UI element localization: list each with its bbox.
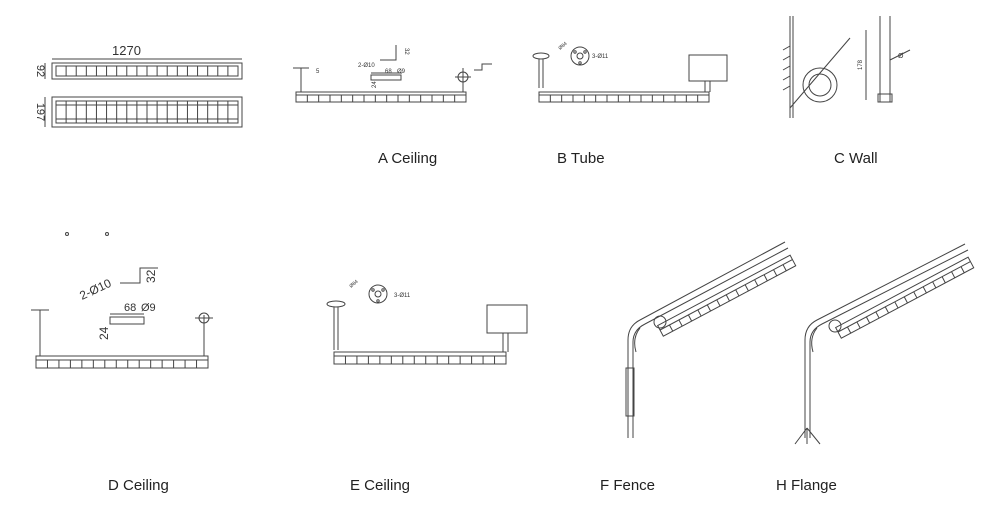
d-height-label: 32 <box>144 269 158 283</box>
caption-b-tube: B Tube <box>557 150 605 167</box>
a-dia-label: Ø9 <box>397 69 406 75</box>
led-segment-divider <box>894 301 899 309</box>
diagram-f-fence <box>625 241 797 438</box>
caption-a-ceiling: A Ceiling <box>378 150 438 167</box>
e-dia-label: Ø84 <box>348 279 359 290</box>
led-segment-divider <box>687 314 693 322</box>
d-spacing-label: 68 <box>124 302 136 314</box>
led-segment-divider <box>847 326 852 334</box>
led-segment-divider <box>941 276 946 284</box>
caption-h-flange: H Flange <box>776 477 837 494</box>
b-dia-label: Ø84 <box>557 41 568 52</box>
a-width-label: 24 <box>372 81 378 88</box>
led-segment-divider <box>865 316 871 324</box>
led-segment-divider <box>735 289 740 297</box>
side-view-fixture <box>44 96 243 128</box>
led-segment-divider <box>922 286 927 294</box>
led-segment-divider <box>706 304 712 312</box>
led-segment-divider <box>884 306 890 314</box>
diagram-d-ceiling <box>31 232 213 369</box>
diagram-e-ceiling <box>326 284 528 365</box>
d-hole-label: 2-Ø10 <box>77 276 113 303</box>
caption-f-fence: F Fence <box>600 477 656 494</box>
c-height-label: 178 <box>858 59 864 70</box>
led-segment-divider <box>951 271 956 279</box>
e-holes-label: 3-Ø11 <box>394 293 411 299</box>
caption-c-wall: C Wall <box>834 150 878 167</box>
a-spacing-label: 68 <box>385 69 392 75</box>
led-segment-divider <box>697 309 702 317</box>
top-view-fixture <box>44 58 243 80</box>
led-segment-divider <box>678 319 683 327</box>
b-holes-label: 3-Ø11 <box>592 54 609 60</box>
diagram-h-flange <box>794 243 975 445</box>
led-segment-divider <box>763 274 768 282</box>
led-segment-divider <box>903 296 908 304</box>
width-dimension: 197 <box>34 103 46 121</box>
led-segment-divider <box>716 299 721 307</box>
caption-e-ceiling: E Ceiling <box>350 477 411 494</box>
led-segment-divider <box>932 281 937 289</box>
c-dia-label: Ø <box>898 53 904 60</box>
diagram-b-tube <box>532 46 728 103</box>
diagram-c-wall <box>782 16 911 118</box>
led-segment-divider <box>856 321 861 329</box>
diagram-a-ceiling <box>293 45 492 103</box>
a-height-label: 32 <box>403 48 409 55</box>
led-segment-divider <box>782 264 787 272</box>
led-segment-divider <box>725 294 730 302</box>
top-view-segments <box>65 66 229 76</box>
d-width-label: 24 <box>97 326 111 340</box>
height-dimension: 92 <box>34 65 46 77</box>
led-segment-divider <box>754 279 759 287</box>
d-dia-label: Ø9 <box>141 302 156 314</box>
led-segment-divider <box>669 324 674 332</box>
led-segment-divider <box>744 284 749 292</box>
led-segment-divider <box>960 266 965 274</box>
caption-d-ceiling: D Ceiling <box>108 477 169 494</box>
a-hole-label: 2-Ø10 <box>358 63 375 69</box>
a-small-label: 5 <box>316 69 320 75</box>
led-segment-divider <box>875 311 880 319</box>
led-segment-divider <box>913 291 918 299</box>
length-dimension: 1270 <box>112 43 141 58</box>
led-segment-divider <box>773 269 778 277</box>
